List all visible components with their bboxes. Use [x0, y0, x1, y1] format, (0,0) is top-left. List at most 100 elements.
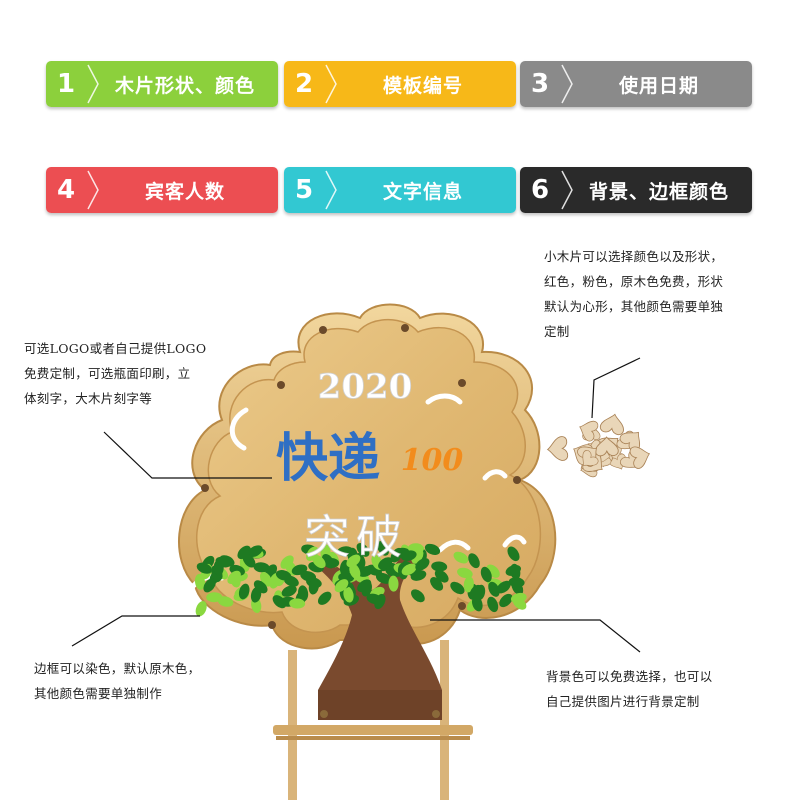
tab-wood-shape-color[interactable]: 1 木片形状、颜色: [46, 61, 278, 107]
tab-number: 2: [294, 69, 314, 99]
leaf: [480, 566, 492, 583]
leaf: [450, 581, 465, 595]
leaf: [511, 580, 524, 595]
heart-chip: [546, 436, 569, 461]
leaf: [487, 596, 499, 613]
tab-guest-count[interactable]: 4 宾客人数: [46, 167, 278, 213]
leaf: [308, 578, 320, 595]
leaf: [457, 567, 473, 579]
note-line: 红色，粉色，原木色免费，形状: [544, 274, 724, 289]
leaf: [463, 576, 474, 593]
logo-leader-line: [103, 431, 272, 479]
leaf: [375, 572, 392, 584]
leaf: [512, 596, 527, 610]
note-line: 可选LOGO或者自己提供LOGO: [24, 341, 207, 356]
leaf: [317, 591, 332, 605]
leaf: [272, 595, 287, 609]
leaf: [250, 586, 262, 603]
leaf: [424, 543, 441, 555]
leaf: [505, 564, 521, 576]
leaf: [496, 580, 511, 594]
leaf: [488, 581, 500, 597]
leaf: [499, 593, 513, 608]
tab-background-frame-color[interactable]: 6 背景、边框颜色: [520, 167, 752, 213]
leaf: [471, 595, 483, 612]
chevron-right-icon: [561, 64, 573, 104]
board-slogan: 突破: [304, 510, 408, 564]
tab-usage-date[interactable]: 3 使用日期: [520, 61, 752, 107]
leaf: [453, 551, 469, 564]
leaf: [195, 601, 207, 617]
note-line: 背景色可以免费选择，也可以: [546, 669, 713, 684]
leaf: [227, 570, 241, 585]
board-year: 2020: [318, 367, 413, 407]
note-line: 其他颜色需要单独制作: [34, 686, 163, 701]
tab-number: 4: [56, 175, 76, 205]
note-line: 免费定制，可选瓶面印刷，立: [24, 366, 191, 381]
leaf: [361, 580, 372, 597]
leaf: [281, 585, 297, 597]
heart-chip: [629, 446, 651, 469]
heart-chip: [595, 436, 619, 457]
trunk-base: [318, 690, 442, 720]
note-line: 定制: [544, 324, 570, 339]
note-line: 体刻字，大木片刻字等: [24, 391, 153, 406]
leaf: [203, 578, 216, 593]
leaf: [468, 553, 480, 569]
tab-number: 5: [294, 175, 314, 205]
heart-chip: [582, 450, 599, 466]
board-logo-main: 快递: [276, 429, 380, 489]
chevron-right-icon: [87, 64, 99, 104]
chevron-right-icon: [325, 170, 337, 210]
tab-text-info[interactable]: 5 文字信息: [284, 167, 516, 213]
heart-chip: [579, 420, 599, 442]
annotation-leader-lines: [71, 357, 641, 653]
tab-template-number[interactable]: 2 模板编号: [284, 61, 516, 107]
leaf: [378, 557, 393, 570]
leaf: [206, 592, 223, 603]
note-background: 背景色可以免费选择，也可以 自己提供图片进行背景定制: [546, 664, 776, 714]
leaf: [215, 556, 232, 568]
leaf: [507, 546, 520, 562]
leaf: [388, 575, 399, 592]
leaf: [334, 579, 349, 593]
note-line: 自己提供图片进行背景定制: [546, 694, 700, 709]
leaf: [390, 547, 403, 563]
leaf: [411, 589, 425, 603]
note-wood-chips: 小木片可以选择颜色以及形状， 红色，粉色，原木色免费，形状 默认为心形，其他颜色…: [544, 244, 784, 344]
leaf: [401, 563, 417, 576]
leaf: [434, 569, 449, 583]
note-frame: 边框可以染色，默认原木色， 其他颜色需要单独制作: [34, 656, 254, 706]
tab-number: 3: [530, 69, 550, 99]
leaf: [358, 565, 374, 577]
heart-wood-chips: [546, 413, 651, 478]
leaf: [415, 558, 430, 571]
heart-chip: [599, 413, 624, 436]
tab-label: 模板编号: [382, 74, 463, 97]
leaf: [349, 563, 361, 579]
leaf: [238, 583, 250, 600]
leaf: [377, 541, 389, 556]
background-leader-line: [430, 619, 641, 653]
leaf: [289, 598, 306, 609]
note-line: 默认为心形，其他颜色需要单独: [544, 299, 724, 314]
chevron-right-icon: [561, 170, 573, 210]
leaf: [242, 553, 256, 568]
note-line: 边框可以染色，默认原木色，: [34, 661, 201, 676]
leaf: [469, 584, 482, 600]
note-logo: 可选LOGO或者自己提供LOGO 免费定制，可选瓶面印刷，立 体刻字，大木片刻字…: [24, 336, 254, 411]
frame-leader-line: [71, 615, 200, 647]
note-line: 小木片可以选择颜色以及形状，: [544, 249, 724, 264]
leaf: [298, 585, 309, 602]
chevron-right-icon: [87, 170, 99, 210]
leaf: [366, 593, 383, 605]
leaf: [275, 570, 292, 581]
leaf: [400, 550, 417, 561]
leaf: [306, 546, 319, 561]
easel-stand: [273, 640, 473, 800]
tab-number: 6: [530, 175, 550, 205]
tab-label: 背景、边框颜色: [588, 180, 729, 203]
leaf: [253, 562, 270, 573]
tab-label: 使用日期: [618, 74, 699, 97]
